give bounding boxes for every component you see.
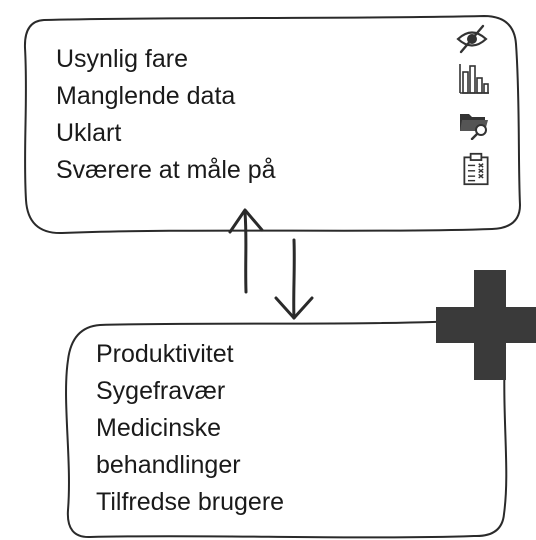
top-line-3: Uklart: [56, 119, 122, 147]
top-box-outline: [23, 14, 522, 235]
bottom-line-1: Produktivitet: [96, 340, 234, 368]
arrow-down-icon: [274, 238, 314, 320]
plus-icon: [436, 270, 536, 380]
top-box-text: Usynlig fare Manglende data Uklart Svære…: [56, 41, 276, 189]
arrow-up-icon: [228, 208, 264, 294]
bottom-line-4: behandlinger: [96, 451, 241, 479]
bottom-box-text: Produktivitet Sygefravær Medicinske beha…: [96, 336, 284, 521]
top-line-2: Manglende data: [56, 82, 236, 110]
top-line-1: Usynlig fare: [56, 45, 188, 73]
eye-slash-icon: [456, 24, 488, 54]
bottom-line-2: Sygefravær: [96, 377, 226, 405]
bottom-line-3: Medicinske: [96, 414, 222, 442]
folder-search-icon: [460, 114, 488, 140]
bar-chart-icon: [459, 64, 489, 94]
top-line-4: Sværere at måle på: [56, 156, 276, 184]
bottom-line-5: Tilfredse brugere: [96, 488, 285, 516]
clipboard-checklist-icon: [463, 152, 489, 186]
